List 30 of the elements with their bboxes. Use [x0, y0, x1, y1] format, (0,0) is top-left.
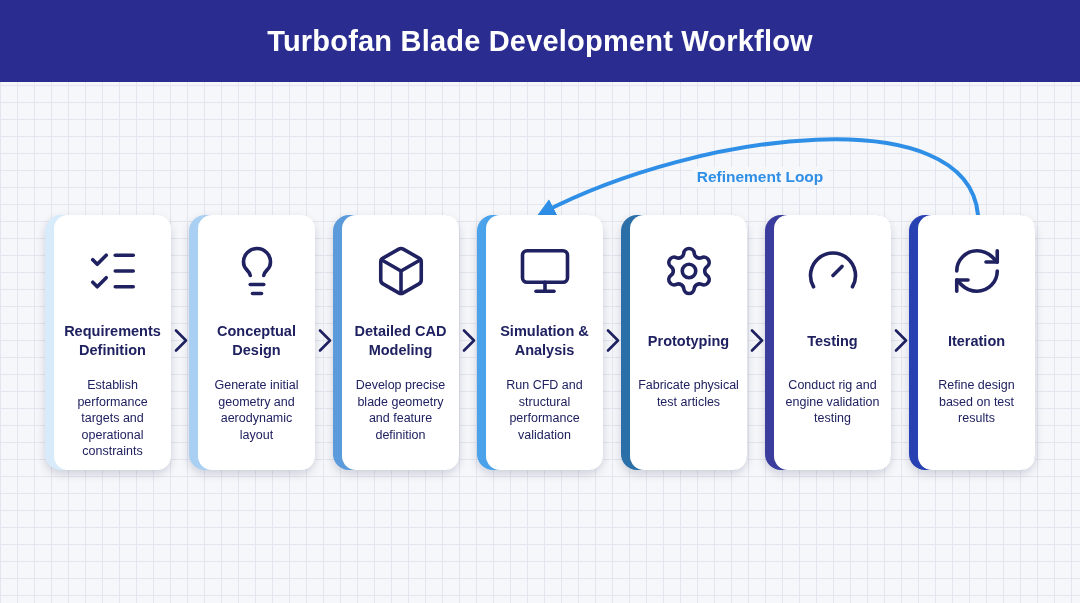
step-card	[333, 215, 459, 470]
step-description: Conduct rig and engine validation testing	[784, 377, 881, 427]
step-title: Testing	[806, 331, 859, 351]
step-card	[765, 215, 891, 470]
step-card	[189, 215, 315, 470]
step-description: Refine design based on test results	[937, 377, 1016, 427]
curved-arrow	[537, 137, 980, 217]
title: Turbofan Blade Development Workflow	[267, 24, 813, 58]
chevron-arrow	[750, 329, 764, 352]
step-card	[45, 215, 171, 470]
edge-label: Refinement Loop	[692, 167, 828, 187]
step-description: Run CFD and structural performance validation	[505, 377, 584, 443]
step-title: Simulation & Analysis	[499, 322, 590, 360]
chevron-arrow	[894, 329, 908, 352]
chevron-arrow	[174, 329, 188, 352]
step-title: Iteration	[946, 331, 1007, 351]
chevron-arrow	[462, 329, 476, 352]
step-title: Detailed CAD Modeling	[353, 322, 448, 360]
step-title: Requirements Definition	[63, 322, 162, 360]
step-title: Conceptual Design	[216, 322, 297, 360]
step-description: Develop precise blade geometry and feature definition	[354, 377, 447, 443]
step-description: Generate initial geometry and aerodynamic layout	[213, 377, 300, 443]
chevron-arrow	[606, 329, 620, 352]
step-description: Fabricate physical test articles	[637, 377, 740, 410]
step-card	[621, 215, 747, 470]
step-card	[909, 215, 1035, 470]
chevron-arrow	[318, 329, 332, 352]
step-description: Establish performance targets and operational constraints	[76, 377, 149, 460]
step-title: Prototyping	[646, 331, 731, 351]
step-card	[477, 215, 603, 470]
